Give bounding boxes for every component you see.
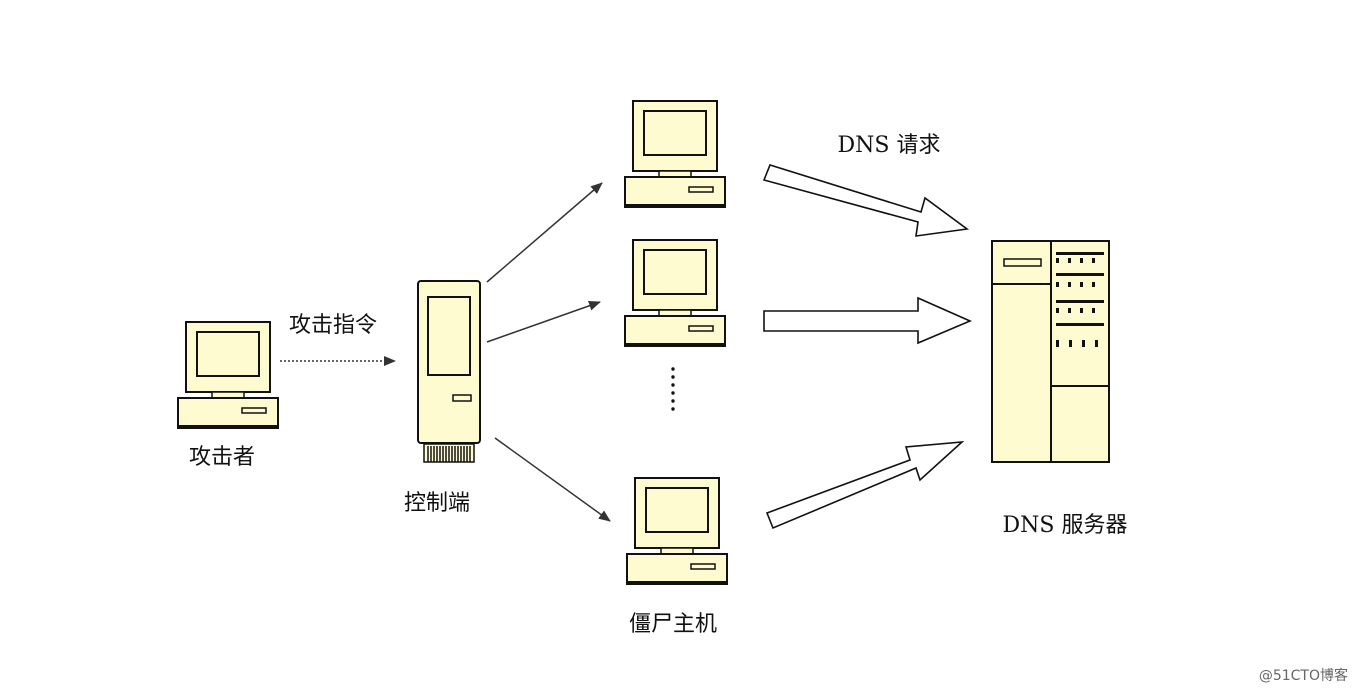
controller-to-zombie-1-arrow xyxy=(486,182,603,283)
command-label: 攻击指令 xyxy=(289,313,377,338)
dns-server-label: DNS 服务器 xyxy=(1003,513,1128,538)
ellipsis-dots xyxy=(671,367,675,411)
dns-request-arrow-2 xyxy=(763,296,973,345)
controller-label: 控制端 xyxy=(404,491,470,516)
attacker-label: 攻击者 xyxy=(189,445,255,470)
controller-to-zombie-3-arrow xyxy=(494,437,611,522)
zombie-computer-1-icon xyxy=(624,100,726,208)
watermark-text: @51CTO博客 xyxy=(1259,667,1348,684)
dns-server-rack-icon xyxy=(991,240,1110,463)
attacker-computer-icon xyxy=(177,321,279,429)
dns-request-arrow-3 xyxy=(765,440,965,530)
controller-to-zombie-2-arrow xyxy=(486,300,601,343)
dns-request-arrow-1 xyxy=(762,164,970,237)
controller-tower-icon xyxy=(417,280,481,463)
zombie-computer-2-icon xyxy=(624,239,726,347)
zombies-label: 僵尸主机 xyxy=(629,612,717,637)
zombie-computer-3-icon xyxy=(626,477,728,585)
dns-request-label: DNS 请求 xyxy=(838,133,941,158)
